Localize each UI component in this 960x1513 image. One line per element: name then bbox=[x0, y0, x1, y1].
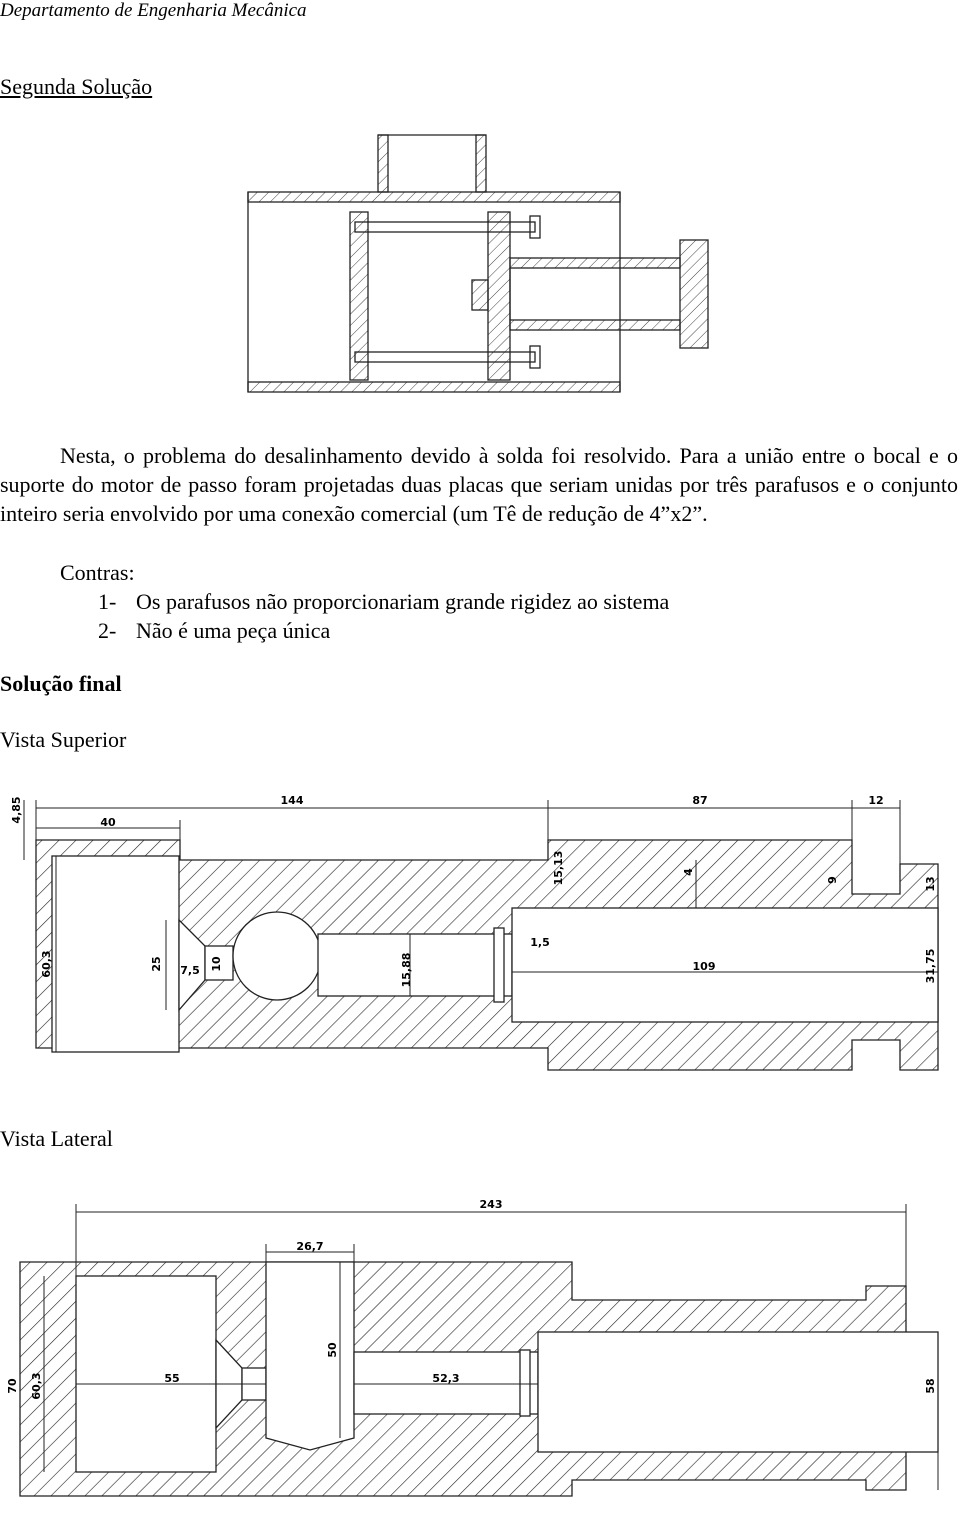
dim-55: 55 bbox=[164, 1372, 179, 1385]
side-view-drawing: 243 26,7 70 60,3 50 55 52,3 58 bbox=[6, 1198, 939, 1497]
section-title-second-solution: Segunda Solução bbox=[0, 74, 153, 99]
top-view-caption: Vista Superior bbox=[0, 727, 127, 752]
final-solution-title: Solução final bbox=[0, 671, 122, 696]
dim-109: 109 bbox=[693, 960, 716, 973]
dim-87: 87 bbox=[692, 794, 707, 807]
description-text: Nesta, o problema do desalinhamento devi… bbox=[0, 443, 958, 526]
dim-12: 12 bbox=[868, 794, 883, 807]
page-header: Departamento de Engenharia Mecânica bbox=[0, 0, 307, 21]
dim-60-3: 60,3 bbox=[40, 950, 53, 977]
dim-4: 4 bbox=[682, 868, 695, 876]
dim-1-5: 1,5 bbox=[530, 936, 550, 949]
dim-13: 13 bbox=[924, 876, 937, 891]
contras-item: 1- Os parafusos não proporcionariam grand… bbox=[98, 589, 669, 615]
contras-item-text: Os parafusos não proporcionariam grande … bbox=[136, 589, 670, 614]
contras-item-number: 2- bbox=[98, 618, 117, 643]
dim-52-3: 52,3 bbox=[432, 1372, 459, 1385]
top-view-drawing: 144 87 12 40 4,85 15,13 4 9 13 60,3 25 7… bbox=[10, 794, 939, 1071]
contras-item-number: 1- bbox=[98, 589, 117, 614]
dim-58: 58 bbox=[924, 1378, 937, 1393]
dim-25: 25 bbox=[150, 956, 163, 971]
dim-31-75: 31,75 bbox=[924, 949, 937, 984]
dim-7-5: 7,5 bbox=[180, 964, 200, 977]
contras-label: Contras: bbox=[60, 560, 135, 585]
contras-item-text: Não é uma peça única bbox=[136, 618, 331, 643]
dim-9: 9 bbox=[826, 876, 839, 884]
dim-4-85: 4,85 bbox=[10, 796, 23, 823]
dim-60-3: 60,3 bbox=[30, 1372, 43, 1399]
dim-144: 144 bbox=[281, 794, 304, 807]
dim-40: 40 bbox=[100, 816, 116, 829]
second-solution-drawing bbox=[247, 134, 709, 393]
dim-15-88: 15,88 bbox=[400, 953, 413, 988]
dim-243: 243 bbox=[480, 1198, 503, 1211]
contras-item: 2- Não é uma peça única bbox=[98, 618, 330, 644]
dim-50: 50 bbox=[326, 1342, 339, 1358]
dim-15-13: 15,13 bbox=[552, 851, 565, 886]
description-paragraph: Nesta, o problema do desalinhamento devi… bbox=[0, 441, 958, 528]
dim-70: 70 bbox=[6, 1378, 19, 1394]
dim-26-7: 26,7 bbox=[296, 1240, 323, 1253]
side-view-caption: Vista Lateral bbox=[0, 1126, 113, 1151]
dim-10: 10 bbox=[210, 956, 223, 972]
